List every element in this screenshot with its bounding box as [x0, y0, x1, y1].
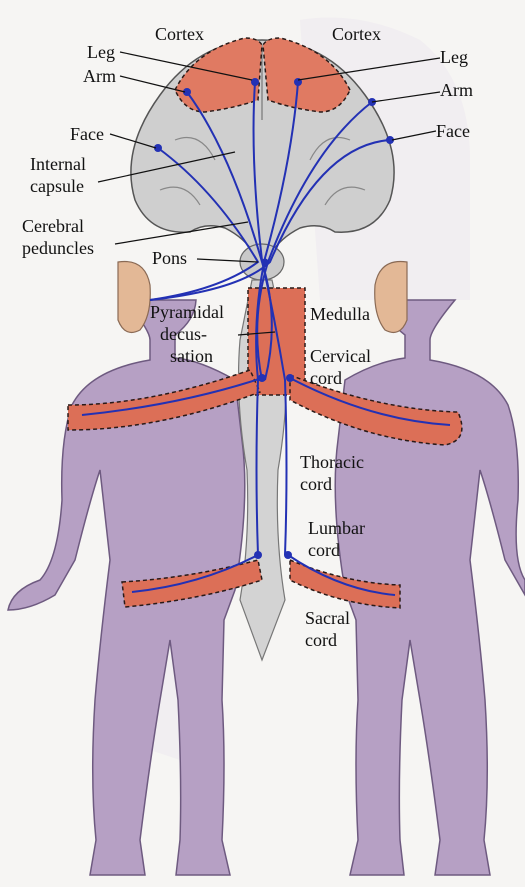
- label-cortex-left: Cortex: [155, 24, 204, 44]
- cortex-right-region: [262, 37, 351, 113]
- cervical-arm-band: [67, 369, 262, 431]
- label-pyramidal-2: decus-: [160, 324, 207, 344]
- label-cerebral-peduncles-1: Cerebral: [22, 216, 84, 236]
- labels: Cortex Cortex Leg Arm Face Leg Arm Face …: [22, 24, 473, 650]
- label-arm-left: Arm: [83, 66, 116, 86]
- label-face-left: Face: [70, 124, 104, 144]
- label-medulla: Medulla: [310, 304, 370, 324]
- label-cervical-2: cord: [310, 368, 342, 388]
- leader-lines: [97, 51, 441, 336]
- label-face-right: Face: [436, 121, 470, 141]
- label-internal-capsule-1: Internal: [30, 154, 86, 174]
- label-thoracic-1: Thoracic: [300, 452, 364, 472]
- label-cervical-1: Cervical: [310, 346, 371, 366]
- label-sacral-2: cord: [305, 630, 337, 650]
- label-pyramidal-3: sation: [170, 346, 213, 366]
- label-leg-left: Leg: [87, 42, 115, 62]
- label-leg-right: Leg: [440, 47, 468, 67]
- label-sacral-1: Sacral: [305, 608, 350, 628]
- label-arm-right: Arm: [440, 80, 473, 100]
- label-pons: Pons: [152, 248, 187, 268]
- label-pyramidal-1: Pyramidal: [150, 302, 224, 322]
- corticospinal-tracts: [81, 81, 451, 596]
- cervical-arm-band-right: [289, 373, 463, 446]
- label-lumbar-2: cord: [308, 540, 340, 560]
- cortex-left-region: [174, 37, 263, 113]
- label-internal-capsule-2: capsule: [30, 176, 84, 196]
- label-cerebral-peduncles-2: peduncles: [22, 238, 94, 258]
- label-lumbar-1: Lumbar: [308, 518, 365, 538]
- label-cortex-right: Cortex: [332, 24, 381, 44]
- label-thoracic-2: cord: [300, 474, 332, 494]
- lumbar-leg-band-left: [121, 559, 263, 608]
- right-body: [334, 260, 525, 876]
